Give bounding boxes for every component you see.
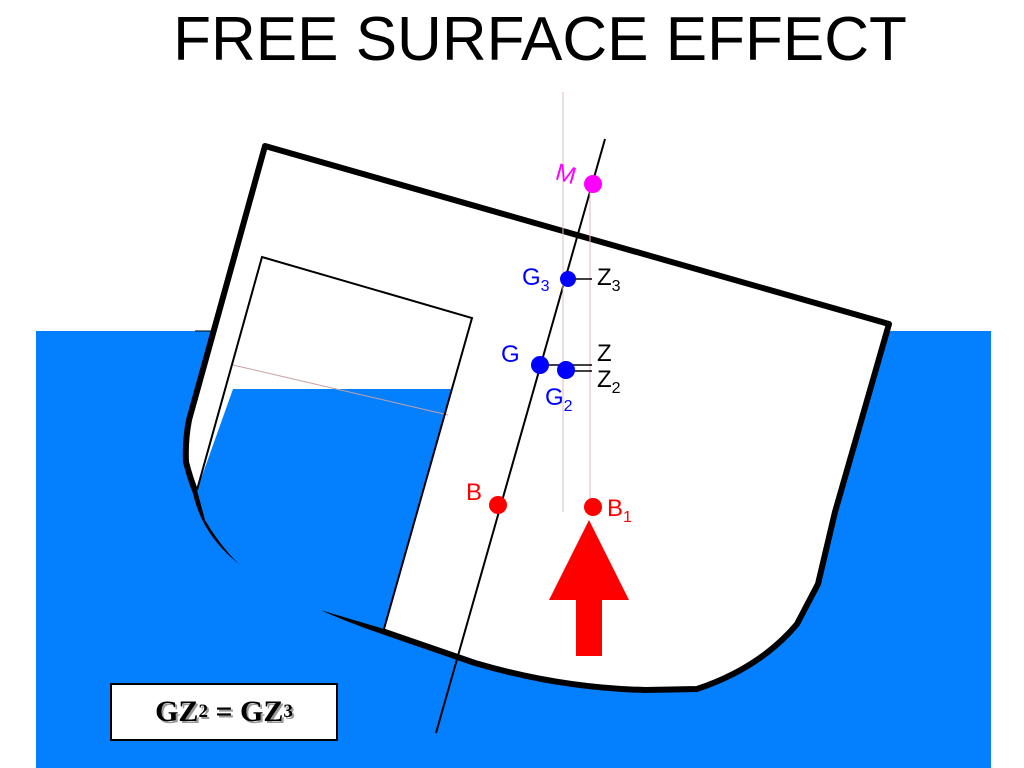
equation-equals: = bbox=[207, 695, 241, 728]
equation-rhs-sub: 3 bbox=[283, 701, 293, 722]
g-point bbox=[531, 356, 549, 374]
tank-level-line bbox=[232, 364, 449, 416]
b1-point bbox=[584, 498, 602, 516]
label-g: G bbox=[501, 341, 520, 368]
label-z2: Z2 bbox=[597, 366, 621, 397]
equation-lhs-sub: 2 bbox=[198, 701, 208, 722]
page-title: FREE SURFACE EFFECT bbox=[173, 5, 907, 74]
label-b: B bbox=[466, 479, 482, 506]
ship-centreline bbox=[435, 138, 606, 734]
equation-lhs: GZ bbox=[155, 695, 199, 728]
metacentre-point bbox=[584, 175, 602, 193]
equation-rhs: GZ bbox=[240, 695, 284, 728]
label-z: Z bbox=[597, 340, 612, 367]
label-g2: G2 bbox=[545, 384, 573, 415]
label-b1: B1 bbox=[607, 495, 632, 526]
buoyancy-arrow bbox=[549, 520, 629, 656]
label-z3: Z3 bbox=[597, 264, 621, 295]
g3-point bbox=[560, 271, 576, 287]
g2-point bbox=[557, 361, 575, 379]
tank-liquid bbox=[197, 389, 451, 629]
b-point bbox=[489, 496, 507, 514]
label-g3: G3 bbox=[522, 264, 550, 295]
tank-outline bbox=[196, 255, 474, 630]
label-m: M bbox=[553, 159, 580, 190]
